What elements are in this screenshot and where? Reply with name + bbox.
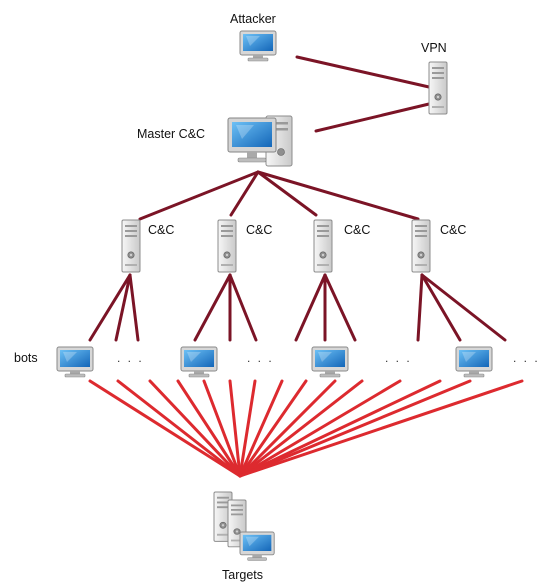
targets-label: Targets bbox=[222, 568, 263, 582]
master-computer-icon bbox=[227, 115, 293, 167]
vpn-server-icon bbox=[428, 61, 448, 115]
cc-server-4-label: C&C bbox=[440, 223, 466, 237]
attacker-icon bbox=[239, 30, 277, 62]
attacker-label: Attacker bbox=[230, 12, 276, 26]
cc-server-3: C&C bbox=[313, 219, 370, 273]
cc-server-4: C&C bbox=[411, 219, 466, 273]
attacker-node: Attacker bbox=[230, 12, 277, 62]
master-cc-label: Master C&C bbox=[137, 127, 205, 141]
cc-server-1-label: C&C bbox=[148, 223, 174, 237]
bots-ellipsis-4: . . . bbox=[513, 351, 540, 365]
targets-cluster-icon bbox=[213, 491, 275, 561]
attack-links bbox=[88, 379, 524, 478]
bots-ellipsis-3: . . . bbox=[385, 351, 412, 365]
cc-server-2-label: C&C bbox=[246, 223, 272, 237]
bot-1-icon bbox=[56, 346, 94, 378]
cc-server-3-icon bbox=[313, 219, 333, 273]
master-cc-node: Master C&C bbox=[137, 115, 293, 167]
bots-ellipsis-1: . . . bbox=[117, 351, 144, 365]
cc-server-4-icon bbox=[411, 219, 431, 273]
bot-4-icon bbox=[455, 346, 493, 378]
vpn-label: VPN bbox=[421, 41, 447, 55]
cc-server-3-label: C&C bbox=[344, 223, 370, 237]
cc-server-1-icon bbox=[121, 219, 141, 273]
cc-server-1: C&C bbox=[121, 219, 174, 273]
targets-node: Targets bbox=[213, 491, 275, 582]
bot-2-icon bbox=[180, 346, 218, 378]
cc-server-2-icon bbox=[217, 219, 237, 273]
bots-label: bots bbox=[14, 351, 38, 365]
bots-ellipsis-2: . . . bbox=[247, 351, 274, 365]
control-links bbox=[88, 55, 507, 342]
cc-server-2: C&C bbox=[217, 219, 272, 273]
vpn-node: VPN bbox=[421, 41, 448, 115]
bot-3-icon bbox=[311, 346, 349, 378]
